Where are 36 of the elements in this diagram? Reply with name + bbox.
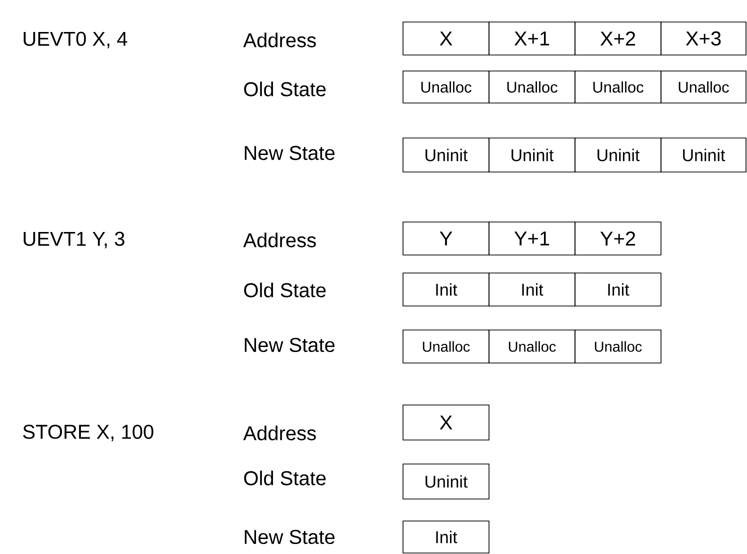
table-cell: Unalloc	[488, 330, 576, 364]
row-label: Old State	[244, 470, 326, 486]
table-cell: Uninit	[574, 138, 662, 172]
table-cell: Unalloc	[402, 70, 490, 104]
table-cell: Uninit	[402, 464, 490, 500]
table-cell: X+2	[574, 22, 662, 56]
row-label: New State	[244, 146, 335, 160]
table-cell: Y+1	[488, 222, 576, 256]
table-cell: Unalloc	[488, 70, 576, 104]
table-cell: X	[402, 404, 490, 440]
table-cell: Uninit	[402, 138, 490, 172]
instruction-label: UEVT1 Y, 3	[24, 232, 124, 248]
row-label: Address	[243, 232, 316, 248]
table-cell: Y	[402, 222, 490, 256]
row-label: Address	[243, 32, 316, 48]
instruction-label: UEVT0 X, 4	[24, 32, 128, 48]
instruction-label: STORE X, 100	[23, 424, 154, 442]
table-cell: Uninit	[488, 138, 576, 172]
table-cell: Unalloc	[574, 330, 662, 364]
row-label: Old State	[244, 82, 326, 96]
table-cell: Y+2	[574, 222, 662, 256]
row-label: Address	[243, 426, 316, 440]
table-cell: Init	[574, 272, 662, 306]
table-cell: Unalloc	[574, 70, 662, 104]
table-cell: X+3	[660, 22, 746, 56]
row-label: New State	[244, 338, 335, 352]
table-cell: Init	[488, 272, 576, 306]
table-cell: X	[402, 22, 490, 56]
table-cell: Unalloc	[660, 70, 746, 104]
row-label: Old State	[244, 282, 326, 298]
table-cell: Unalloc	[402, 330, 490, 364]
table-cell: X+1	[488, 22, 576, 56]
table-cell: Init	[402, 272, 490, 306]
row-label: New State	[244, 530, 335, 544]
table-cell: Init	[402, 520, 490, 554]
table-cell: Uninit	[660, 138, 746, 172]
